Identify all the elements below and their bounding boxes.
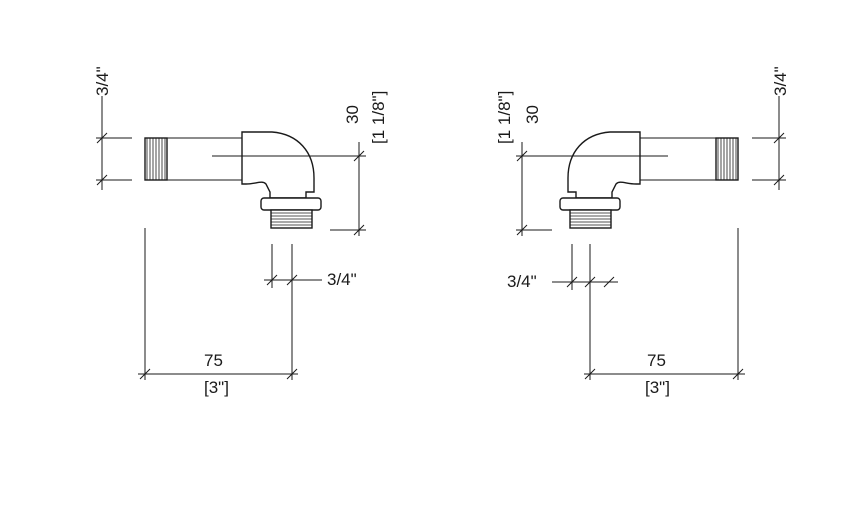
left-outlet-threads bbox=[271, 212, 312, 226]
right-pipe-diameter-dimension: 3/4" bbox=[752, 66, 790, 190]
right-length-dimension: 75 [3"] bbox=[584, 228, 745, 397]
left-elbow-part bbox=[144, 131, 322, 229]
left-height-mm-label: 30 bbox=[343, 105, 362, 124]
left-length-mm-label: 75 bbox=[204, 351, 223, 370]
right-length-in-label: [3"] bbox=[645, 378, 670, 397]
right-pipe-diameter-label: 3/4" bbox=[771, 66, 790, 96]
left-height-in-label: [1 1/8"] bbox=[369, 91, 388, 144]
right-outlet-diameter-dimension: 3/4" bbox=[507, 244, 618, 380]
right-outlet-diameter-label: 3/4" bbox=[507, 272, 537, 291]
left-pipe-diameter-label: 3/4" bbox=[93, 66, 112, 96]
right-height-mm-label: 30 bbox=[523, 105, 542, 124]
left-pipe-threads bbox=[146, 138, 166, 180]
left-height-dimension: 30 [1 1/8"] bbox=[212, 91, 388, 236]
right-height-in-label: [1 1/8"] bbox=[495, 91, 514, 144]
right-elbow-view: 3/4" [1 1/8"] 30 3/4" 7 bbox=[495, 66, 790, 397]
left-outlet-diameter-dimension: 3/4" bbox=[264, 244, 357, 380]
left-elbow-view: 3/4" 30 [1 1/8"] 3/4" 75 bbox=[93, 66, 388, 397]
right-length-mm-label: 75 bbox=[647, 351, 666, 370]
left-outlet-diameter-label: 3/4" bbox=[327, 270, 357, 289]
left-length-dimension: 75 [3"] bbox=[138, 228, 298, 397]
right-height-dimension: [1 1/8"] 30 bbox=[495, 91, 668, 236]
right-elbow-part bbox=[559, 131, 739, 229]
left-length-in-label: [3"] bbox=[204, 378, 229, 397]
right-pipe-threads bbox=[717, 138, 737, 180]
left-pipe-diameter-dimension: 3/4" bbox=[93, 66, 132, 190]
right-outlet-threads bbox=[570, 212, 611, 226]
